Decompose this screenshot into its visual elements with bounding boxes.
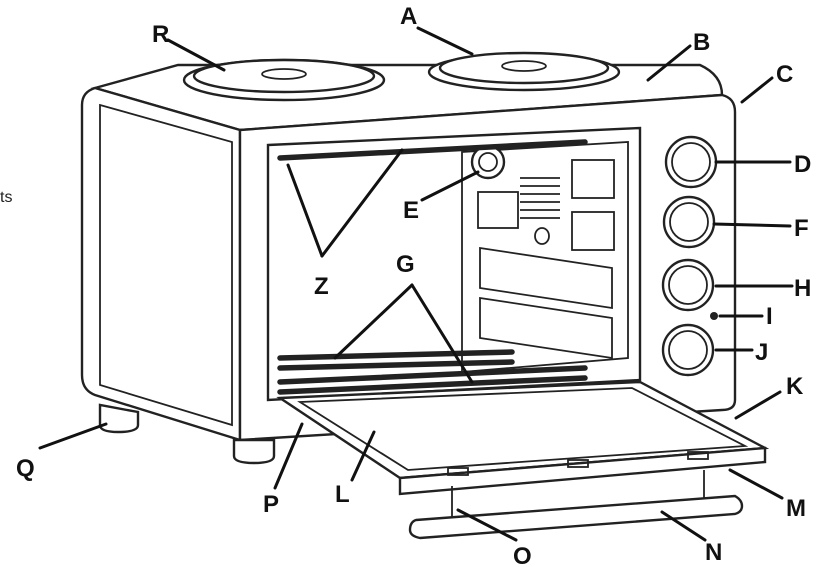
- label-g: G: [396, 251, 415, 278]
- label-c: C: [776, 61, 793, 88]
- label-n: N: [705, 539, 722, 566]
- label-q: Q: [16, 455, 35, 482]
- label-b: B: [693, 29, 710, 56]
- fan-grille: [520, 177, 560, 219]
- label-o: O: [513, 543, 532, 567]
- hotplate-a: [427, 51, 621, 92]
- control-knob-f: [662, 195, 716, 249]
- heating-elements: [277, 139, 588, 395]
- label-e: E: [403, 197, 419, 224]
- label-i: I: [766, 303, 773, 330]
- control-knob-j: [661, 323, 715, 377]
- indicator-light: [710, 312, 718, 320]
- control-knob-d: [664, 135, 718, 189]
- leader-lines: [38, 26, 794, 542]
- side-text: ts: [0, 189, 12, 206]
- oven-door: [276, 380, 770, 496]
- oven-feet: [98, 403, 276, 465]
- label-p: P: [263, 491, 279, 518]
- label-l: L: [335, 481, 350, 508]
- label-r: R: [152, 21, 169, 48]
- label-j: J: [755, 339, 768, 366]
- label-d: D: [794, 151, 811, 178]
- label-h: H: [794, 275, 811, 302]
- label-f: F: [794, 215, 809, 242]
- label-m: M: [786, 495, 806, 522]
- label-k: K: [786, 373, 804, 400]
- label-a: A: [400, 3, 417, 30]
- label-z: Z: [314, 273, 329, 300]
- hotplate-r: [182, 58, 386, 102]
- control-knob-h: [661, 258, 715, 312]
